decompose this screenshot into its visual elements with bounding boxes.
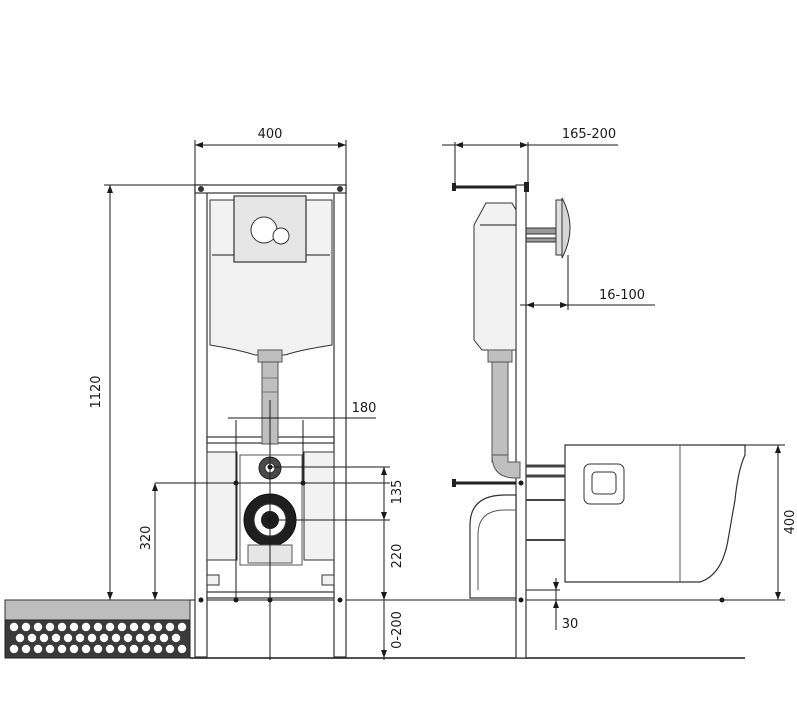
side-bowl-height-label: 400 [783,510,797,535]
front-width-label: 400 [258,127,283,142]
insulation-hole [21,622,31,632]
insulation-hole [93,644,103,654]
insulation-hole [33,622,43,632]
insulation-hole [129,622,139,632]
front-floor-range-label: 0-200 [390,611,405,649]
insulation-hole [153,644,163,654]
front-drain-height-label: 320 [139,526,154,551]
insulation-hole [15,633,25,643]
insulation-hole [9,622,19,632]
insulation-hole [57,644,67,654]
insulation-hole [177,644,187,654]
side-view [452,182,746,659]
insulation-hole [45,622,55,632]
side-wall-range-label: 16-100 [599,288,645,303]
front-view [155,184,390,660]
insulation-hole [75,633,85,643]
insulation-hole [27,633,37,643]
insulation-hole [69,644,79,654]
insulation-hole [165,644,175,654]
insulation-hole [135,633,145,643]
insulation-hole [39,633,49,643]
insulation-hole [129,644,139,654]
front-height-dimension: 1120 [89,184,195,600]
insulation-hole [141,644,151,654]
insulation-hole [123,633,133,643]
insulation-hole [93,622,103,632]
front-pipe-spacing-label: 180 [352,401,377,416]
front-inlet-spacing-label: 135 [390,480,405,505]
insulation-hole [9,644,19,654]
insulation-hole [33,644,43,654]
insulation-hole [153,622,163,632]
front-drain-height-dimension: 320 [139,483,158,600]
side-wall-range-dimension: 16-100 [520,255,655,310]
side-bowl-height-dimension: 400 [720,444,797,601]
floor-section [4,599,745,659]
insulation-hole [21,644,31,654]
insulation-hole [105,622,115,632]
insulation-hole [87,633,97,643]
insulation-hole [69,622,79,632]
insulation-hole [81,644,91,654]
insulation-hole [117,622,127,632]
insulation-hole [177,622,187,632]
front-drain-to-floor-label: 220 [390,544,405,569]
insulation-hole [159,633,169,643]
insulation-hole [165,622,175,632]
front-width-dimension: 400 [194,127,347,185]
front-height-label: 1120 [89,375,104,408]
insulation-hole [81,622,91,632]
side-floor-offset-dimension: 30 [526,578,578,632]
insulation-hole [117,644,127,654]
side-button-depth-dimension: 165-200 [442,127,618,187]
front-right-dimensions: 135 220 0-200 [380,467,405,660]
side-floor-offset-label: 30 [562,617,579,632]
side-button-depth-label: 165-200 [562,127,616,142]
floor-insulation-pattern [9,622,187,654]
insulation-hole [141,622,151,632]
insulation-hole [99,633,109,643]
insulation-hole [171,633,181,643]
insulation-hole [63,633,73,643]
insulation-hole [105,644,115,654]
insulation-hole [45,644,55,654]
flush-button-icon [233,195,307,263]
insulation-hole [51,633,61,643]
insulation-hole [111,633,121,643]
insulation-hole [57,622,67,632]
insulation-hole [147,633,157,643]
